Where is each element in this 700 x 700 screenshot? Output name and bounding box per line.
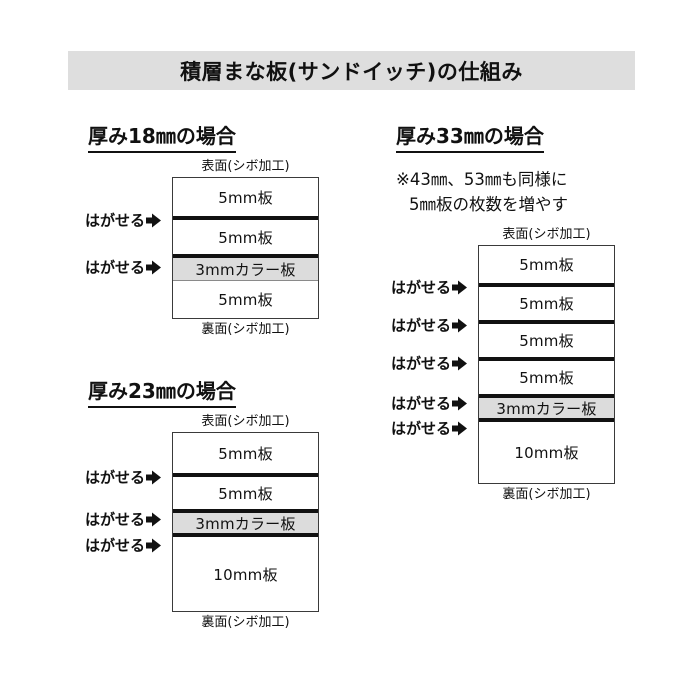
layer-label: 5mm板 xyxy=(519,295,574,314)
surface-label-bottom-18mm: 裏面(シボ加工) xyxy=(201,322,290,338)
layer-label: 5mm板 xyxy=(519,369,574,388)
note-line-2: 5㎜板の枚数を増やす xyxy=(409,194,568,214)
note-line-1: ※43㎜、53㎜も同様に xyxy=(396,170,568,189)
board-stack-23mm: 5mm板 5mm板 3mmカラー板 10mm板 xyxy=(172,432,319,613)
layer-label: 5mm板 xyxy=(218,291,273,310)
arrow-right-icon xyxy=(146,470,162,484)
layer-label: 5mm板 xyxy=(218,188,273,207)
peel-marker-23mm-1: はがせる xyxy=(85,467,162,488)
peel-label: はがせる xyxy=(391,316,452,335)
layer-18mm-4: 5mm板 xyxy=(173,280,318,319)
board-stack-33mm: 5mm板 5mm板 5mm板 5mm板 3mmカラー板 10mm板 xyxy=(478,245,615,485)
surface-label-bottom-23mm: 裏面(シボ加工) xyxy=(201,615,290,631)
layer-23mm-4: 10mm板 xyxy=(173,533,318,612)
layer-33mm-6: 10mm板 xyxy=(479,418,614,484)
layer-33mm-1: 5mm板 xyxy=(479,246,614,284)
surface-label-top-33mm: 表面(シボ加工) xyxy=(502,227,591,242)
peel-marker-23mm-3: はがせる xyxy=(85,535,162,556)
layer-23mm-3: 3mmカラー板 xyxy=(173,509,318,534)
peel-marker-18mm-1: はがせる xyxy=(85,210,162,231)
layer-label: 10mm板 xyxy=(514,444,579,463)
arrow-right-icon xyxy=(146,260,162,274)
peel-marker-33mm-3: はがせる xyxy=(391,353,468,374)
peel-label: はがせる xyxy=(85,468,146,487)
peel-label: はがせる xyxy=(391,354,452,373)
layer-18mm-1: 5mm板 xyxy=(173,178,318,217)
arrow-right-icon xyxy=(146,213,162,227)
board-diagram-33mm: 表面(シボ加工) 5mm板 5mm板 5mm板 5mm板 3mmカラー板 10m… xyxy=(478,227,615,503)
layer-23mm-1: 5mm板 xyxy=(173,433,318,474)
peel-label: はがせる xyxy=(85,258,146,277)
page-title-banner: 積層まな板(サンドイッチ)の仕組み xyxy=(68,51,635,90)
layer-23mm-2: 5mm板 xyxy=(173,473,318,510)
layer-label: 10mm板 xyxy=(213,565,278,584)
section-heading-18mm: 厚み18㎜の場合 xyxy=(88,120,236,153)
layer-33mm-5: 3mmカラー板 xyxy=(479,394,614,419)
layer-label: 5mm板 xyxy=(519,332,574,351)
board-diagram-23mm: 表面(シボ加工) 5mm板 5mm板 3mmカラー板 10mm板 裏面(シボ加工… xyxy=(172,414,319,631)
peel-label: はがせる xyxy=(85,211,146,230)
layer-18mm-2: 5mm板 xyxy=(173,216,318,255)
arrow-right-icon xyxy=(452,396,468,410)
layer-label: 3mmカラー板 xyxy=(195,514,296,533)
board-stack-18mm: 5mm板 5mm板 3mmカラー板 5mm板 xyxy=(172,177,319,320)
surface-label-top-18mm: 表面(シボ加工) xyxy=(201,159,290,174)
peel-label: はがせる xyxy=(85,510,146,529)
arrow-right-icon xyxy=(452,356,468,370)
peel-marker-33mm-4: はがせる xyxy=(391,393,468,414)
peel-marker-33mm-1: はがせる xyxy=(391,277,468,298)
section-heading-23mm: 厚み23㎜の場合 xyxy=(88,375,236,408)
peel-marker-23mm-2: はがせる xyxy=(85,509,162,530)
layer-33mm-4: 5mm板 xyxy=(479,357,614,395)
layer-label: 5mm板 xyxy=(218,444,273,463)
arrow-right-icon xyxy=(452,318,468,332)
layer-label: 3mmカラー板 xyxy=(496,399,597,418)
peel-marker-33mm-5: はがせる xyxy=(391,418,468,439)
peel-label: はがせる xyxy=(85,536,146,555)
layer-label: 3mmカラー板 xyxy=(195,260,296,279)
arrow-right-icon xyxy=(452,280,468,294)
surface-label-bottom-33mm: 裏面(シボ加工) xyxy=(502,487,591,503)
arrow-right-icon xyxy=(146,538,162,552)
arrow-right-icon xyxy=(452,421,468,435)
peel-label: はがせる xyxy=(391,419,452,438)
arrow-right-icon xyxy=(146,512,162,526)
layer-18mm-3: 3mmカラー板 xyxy=(173,254,318,281)
layer-label: 5mm板 xyxy=(519,256,574,275)
layer-label: 5mm板 xyxy=(218,228,273,247)
peel-label: はがせる xyxy=(391,278,452,297)
layer-33mm-3: 5mm板 xyxy=(479,320,614,358)
peel-marker-18mm-2: はがせる xyxy=(85,257,162,278)
layer-label: 5mm板 xyxy=(218,484,273,503)
peel-marker-33mm-2: はがせる xyxy=(391,315,468,336)
peel-label: はがせる xyxy=(391,394,452,413)
board-diagram-18mm: 表面(シボ加工) 5mm板 5mm板 3mmカラー板 5mm板 裏面(シボ加工) xyxy=(172,159,319,338)
surface-label-top-23mm: 表面(シボ加工) xyxy=(201,414,290,429)
section-heading-33mm: 厚み33㎜の場合 xyxy=(396,120,544,153)
note-33mm: ※43㎜、53㎜も同様に 5㎜板の枚数を増やす xyxy=(396,168,646,218)
layer-33mm-2: 5mm板 xyxy=(479,283,614,321)
page-title: 積層まな板(サンドイッチ)の仕組み xyxy=(180,59,523,84)
